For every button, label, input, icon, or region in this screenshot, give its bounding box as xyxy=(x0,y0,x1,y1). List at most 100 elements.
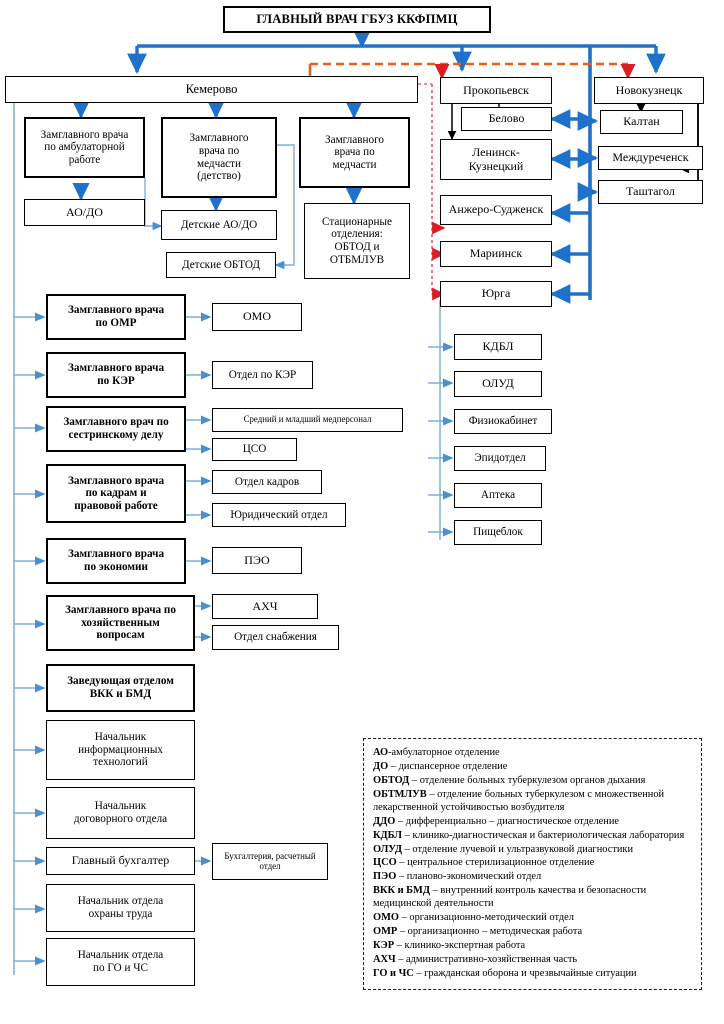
legend-term: КДБЛ xyxy=(373,829,403,841)
service-physio[interactable]: Физиокабинет xyxy=(454,409,552,434)
legend-item: ОБТОД – отделение больных туберкулезом о… xyxy=(373,774,693,787)
legend-definition: – планово-экономический отдел xyxy=(396,871,542,883)
branch-tashtagol-label: Таштагол xyxy=(626,184,675,199)
chief-doctor-label: ГЛАВНЫЙ ВРАЧ ГБУЗ ККФПМЦ xyxy=(256,12,458,27)
unit-hr-dept[interactable]: Отдел кадров xyxy=(212,470,322,494)
legend-definition: – клинико-диагностическая и бактериологи… xyxy=(402,829,685,841)
branch-kemerovo[interactable]: Кемерово xyxy=(5,76,418,103)
legend-item: ОМО – организационно-методический отдел xyxy=(373,911,693,924)
unit-supply-dept-label: Отдел снабжения xyxy=(234,631,317,644)
branch-leninsk-kuznetsky[interactable]: Ленинск-Кузнецкий xyxy=(440,139,552,180)
branch-mariinsk[interactable]: Мариинск xyxy=(440,241,552,267)
legend-item: ГО и ЧС – гражданская оборона и чрезвыча… xyxy=(373,967,693,980)
service-epid-label: Эпидотдел xyxy=(474,452,526,465)
branch-novokuznetsk[interactable]: Новокузнецк xyxy=(594,77,704,104)
unit-omo[interactable]: ОМО xyxy=(212,303,302,331)
branch-prokopyevsk-label: Прокопьевск xyxy=(463,82,529,97)
unit-ker-dept[interactable]: Отдел по КЭР xyxy=(212,361,313,389)
unit-children-obtod[interactable]: Детские ОБТОД xyxy=(166,252,276,278)
legend-item: ОЛУД – отделение лучевой и ультразвуково… xyxy=(373,843,693,856)
legend-item: АО-амбулаторное отделение xyxy=(373,746,693,759)
wire-left-spine xyxy=(13,99,46,975)
unit-legal-dept[interactable]: Юридический отдел xyxy=(212,503,346,527)
legend-item: ДО – диспансерное отделение xyxy=(373,760,693,773)
legend-item: ПЭО – планово-экономический отдел xyxy=(373,870,693,883)
branch-prokopyevsk[interactable]: Прокопьевск xyxy=(440,77,552,104)
legend-item: АХЧ – административно-хозяйственная част… xyxy=(373,953,693,966)
chief-doctor-box[interactable]: ГЛАВНЫЙ ВРАЧ ГБУЗ ККФПМЦ xyxy=(223,6,491,33)
chief-accountant[interactable]: Главный бухгалтер xyxy=(46,847,195,875)
legend-definition: – организационно-методический отдел xyxy=(398,912,574,924)
legend-term: ОМР xyxy=(373,926,398,938)
service-olud[interactable]: ОЛУД xyxy=(454,371,542,397)
legend-definition: – клинико-экспертная работа xyxy=(394,940,526,952)
branch-belovo[interactable]: Белово xyxy=(461,107,552,131)
legend-definition: – внутренний контроль качества и безопас… xyxy=(373,885,647,910)
service-kdbl[interactable]: КДБЛ xyxy=(454,334,542,360)
unit-peo[interactable]: ПЭО xyxy=(212,547,302,574)
chief-accountant-label: Главный бухгалтер xyxy=(71,853,170,868)
service-kdbl-label: КДБЛ xyxy=(482,339,514,354)
branch-kaltan[interactable]: Калтан xyxy=(600,110,683,134)
service-epid[interactable]: Эпидотдел xyxy=(454,446,546,471)
legend-term: ОБТМЛУВ xyxy=(373,788,427,800)
legend-term: КЭР xyxy=(373,940,395,952)
unit-legal-dept-label: Юридический отдел xyxy=(230,508,328,521)
branch-leninsk-kuznetsky-label: Ленинск-Кузнецкий xyxy=(468,145,524,173)
branch-tashtagol[interactable]: Таштагол xyxy=(598,180,703,204)
wire-city-right xyxy=(577,111,599,202)
unit-nursing-staff[interactable]: Средний и младший медперсонал xyxy=(212,408,403,432)
legend-term: АХЧ xyxy=(373,953,396,965)
legend-item: ДДО – дифференциально – диагностическое … xyxy=(373,815,693,828)
legend-definition: – гражданская оборона и чрезвычайные сит… xyxy=(413,967,637,979)
unit-nursing-staff-label: Средний и младший медперсонал xyxy=(243,414,372,425)
legend-item: ВКК и БМД – внутренний контроль качества… xyxy=(373,884,693,911)
branch-mezhdurechensk[interactable]: Междуреченск xyxy=(598,146,703,170)
legend-item: КЭР – клинико-экспертная работа xyxy=(373,939,693,952)
legend-item: ОБТМЛУВ – отделение больных туберкулезом… xyxy=(373,788,693,815)
legend-term: ОБТОД xyxy=(373,774,410,786)
legend-definition: – центральное стерилизационное отделение xyxy=(396,857,595,869)
legend-definition: – диспансерное отделение xyxy=(388,760,508,772)
branch-yurga[interactable]: Юрга xyxy=(440,281,552,307)
unit-ahch[interactable]: АХЧ xyxy=(212,594,318,619)
wire-city-left xyxy=(549,109,590,304)
unit-supply-dept[interactable]: Отдел снабжения xyxy=(212,625,339,650)
legend-term: АО xyxy=(373,747,389,758)
unit-cso[interactable]: ЦСО xyxy=(212,438,297,461)
legend-term: ВКК и БМД xyxy=(373,885,431,897)
legend-term: ДО xyxy=(373,760,389,772)
service-pharmacy[interactable]: Аптека xyxy=(454,483,542,508)
service-canteen[interactable]: Пищеблок xyxy=(454,520,542,545)
unit-children-ao-do[interactable]: Детские АО/ДО xyxy=(161,210,277,240)
branch-novokuznetsk-label: Новокузнецк xyxy=(615,82,683,97)
unit-omo-label: ОМО xyxy=(242,309,271,324)
branch-anzhero-sudzhensk[interactable]: Анжеро-Судженск xyxy=(440,195,552,225)
branch-mezhdurechensk-label: Междуреченск xyxy=(612,150,689,165)
unit-ao-do[interactable]: АО/ДО xyxy=(24,199,145,226)
service-canteen-label: Пищеблок xyxy=(473,526,523,539)
